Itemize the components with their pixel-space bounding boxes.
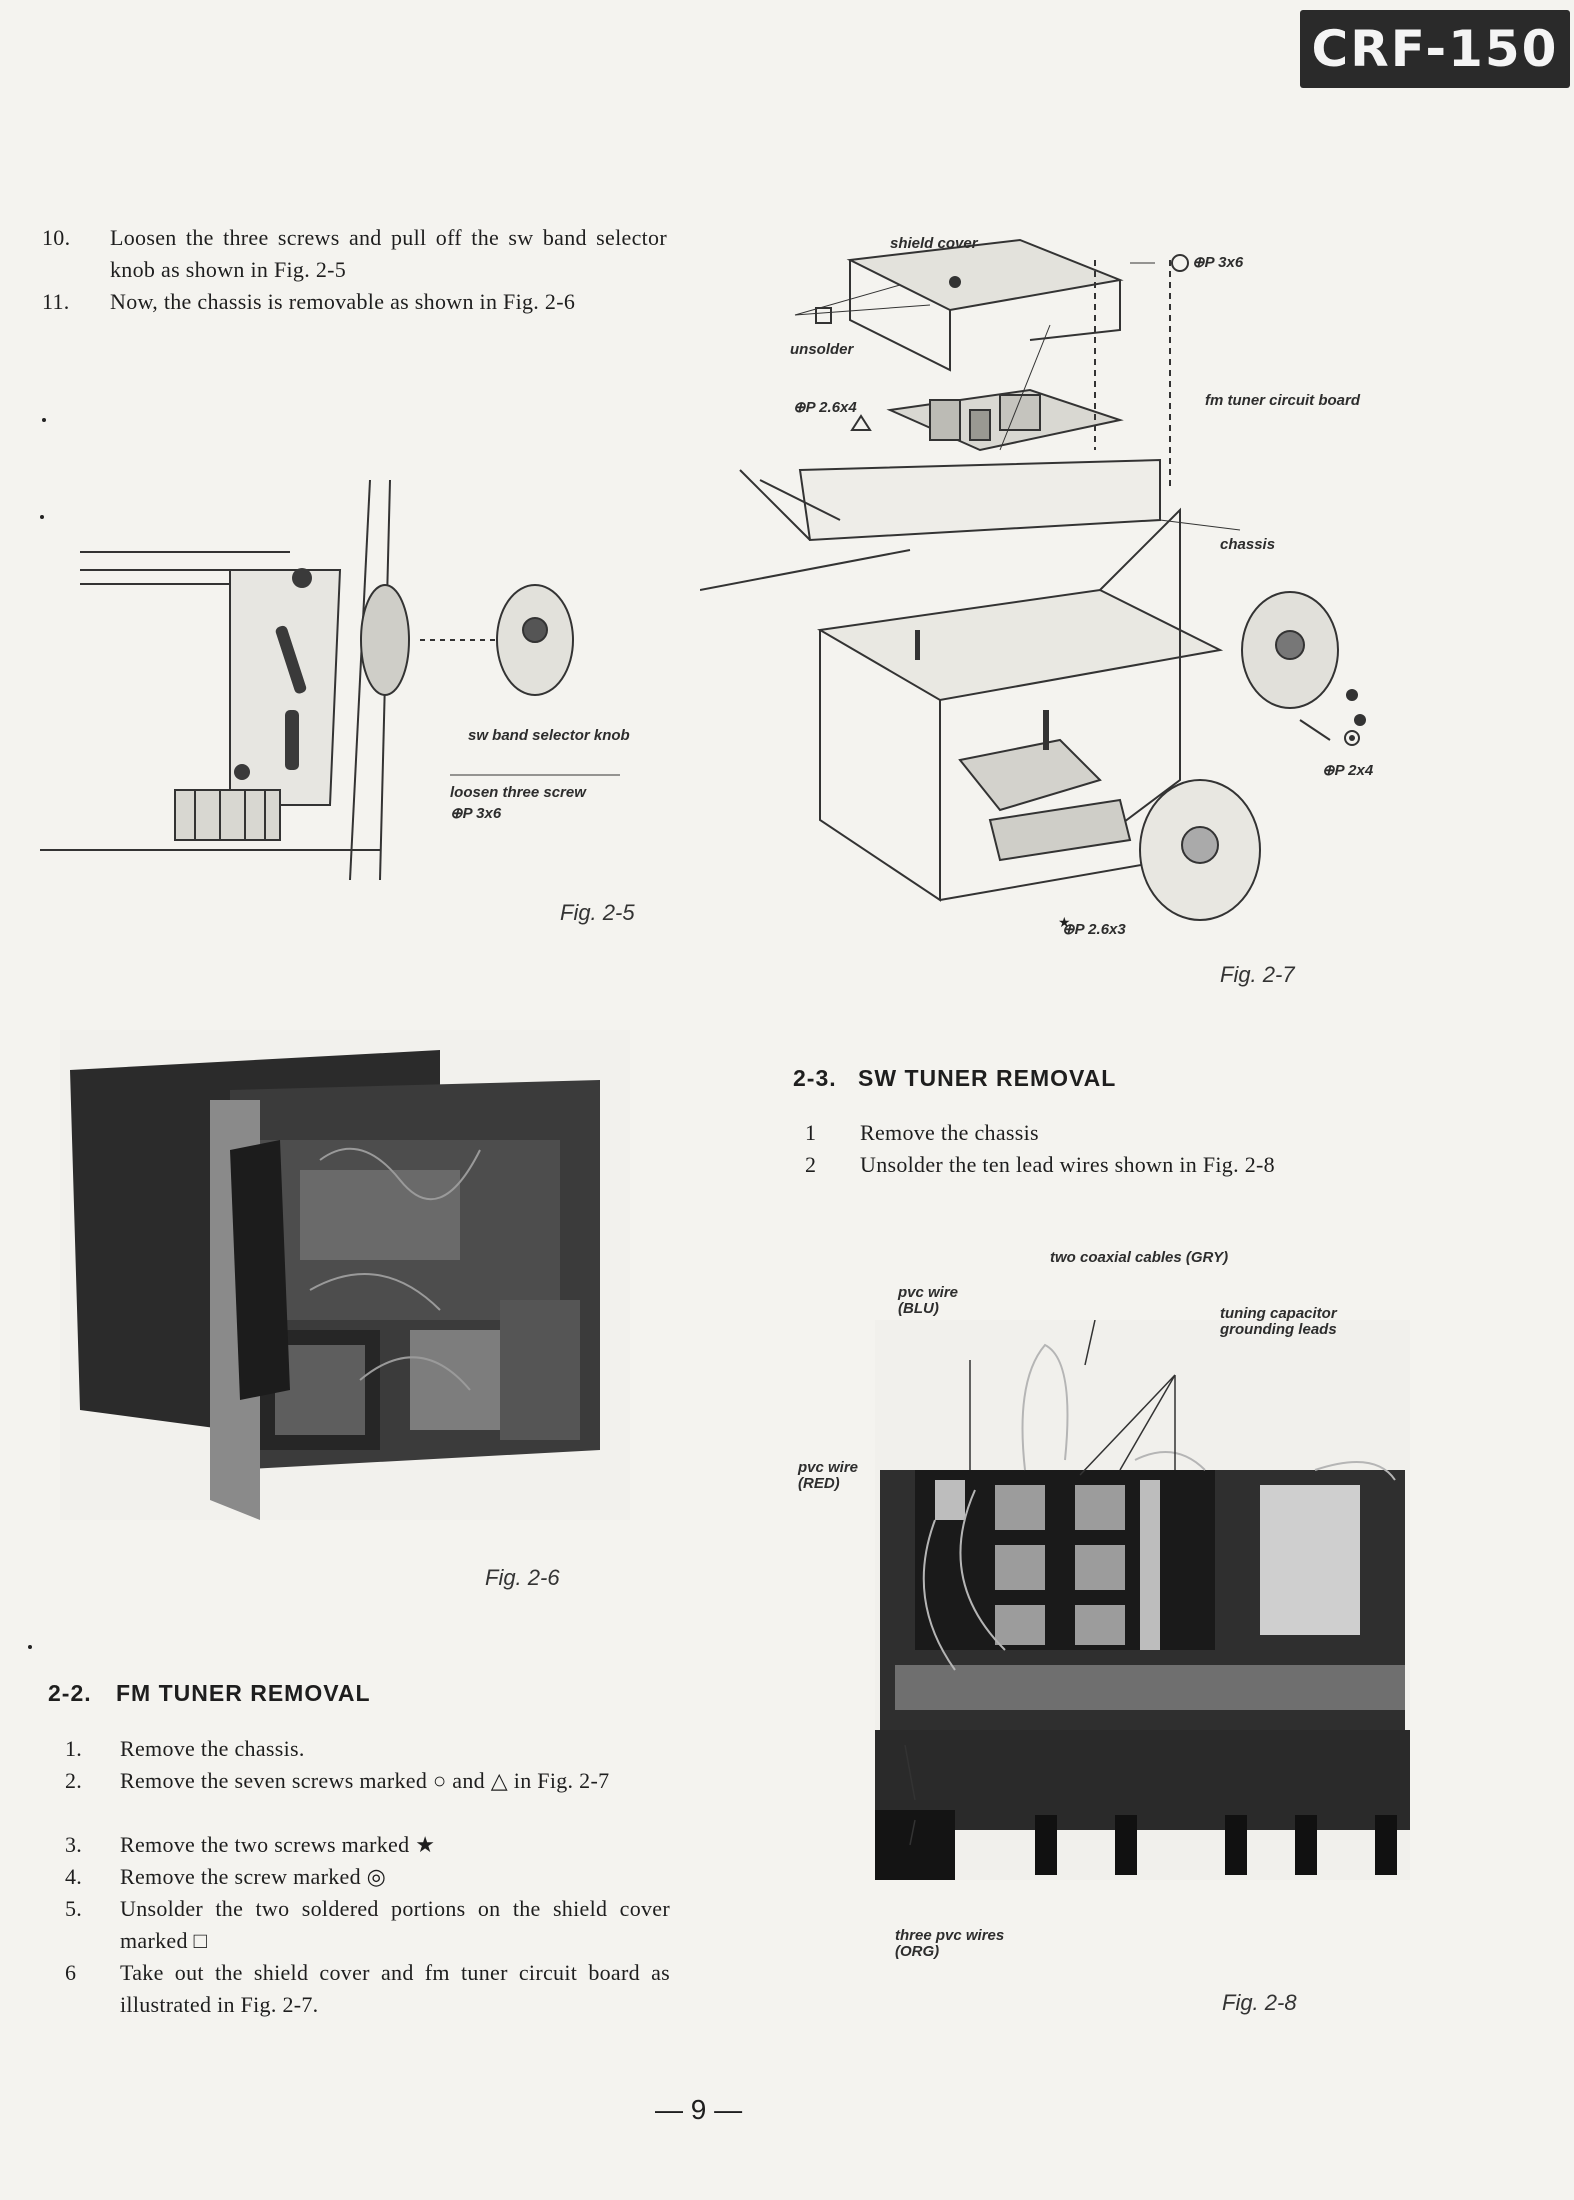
fig-2-5-label-screw: loosen three screw (450, 784, 586, 801)
fig-2-7-drawing (700, 238, 1366, 921)
section-2-3-heading: 2-3. SW TUNER REMOVAL (793, 1065, 1116, 1092)
fig-2-6-drawing (60, 1030, 630, 1520)
fig-2-5-caption: Fig. 2-5 (560, 900, 635, 925)
step-number: 2. (65, 1768, 83, 1793)
fig-2-6-caption: Fig. 2-6 (485, 1565, 560, 1590)
step-number: 11. (42, 289, 70, 314)
step-text: Remove the two screws marked ★ (120, 1832, 436, 1857)
step-text: Remove the screw marked ◎ (120, 1864, 387, 1889)
fig-2-8-caption: Fig. 2-8 (1222, 1990, 1297, 2015)
step-text: Unsolder the ten lead wires shown in Fig… (860, 1152, 1275, 1177)
fig-2-7-label-p2x4: ⊕P 2x4 (1322, 762, 1374, 779)
fig-2-8-label-blu: pvc wire (BLU) (898, 1284, 959, 1317)
speck (42, 418, 46, 422)
fig-2-8-label-tuning: tuning capacitor grounding leads (1220, 1305, 1337, 1338)
step-number: 1. (65, 1736, 83, 1761)
step-text: Remove the chassis. (120, 1736, 305, 1761)
step-number: 1 (805, 1120, 817, 1145)
step-text: Now, the chassis is removable as shown i… (110, 289, 576, 314)
fig-2-7-label-p26x4: ⊕P 2.6x4 (793, 399, 857, 416)
step-text: Remove the chassis (860, 1120, 1039, 1145)
step-text: Loosen the three screws and pull off the… (110, 225, 667, 282)
section-2-2-step-5: 5. Unsolder the two soldered portions on… (50, 1893, 670, 1957)
fig-2-8-drawing (875, 1320, 1410, 1880)
fig-2-7-label-board: fm tuner circuit board (1205, 392, 1361, 409)
step-text: Take out the shield cover and fm tuner c… (120, 1960, 670, 2017)
fig-2-7-label-chassis: chassis (1220, 536, 1276, 553)
section-2-3-step-1: 1 Remove the chassis (805, 1117, 1425, 1149)
fig-2-5-label-knob: sw band selector knob (468, 727, 630, 744)
section-2-3-step-2: 2 Unsolder the ten lead wires shown in F… (805, 1149, 1425, 1181)
step-11: 11. Now, the chassis is removable as sho… (42, 286, 667, 350)
section-2-2-heading: 2-2. FM TUNER REMOVAL (48, 1680, 371, 1707)
fig-2-5-drawing (40, 479, 620, 880)
speck (40, 515, 44, 519)
fig-2-5-illustration (40, 460, 660, 880)
fig-2-7-illustration (700, 220, 1400, 940)
fig-2-8-photo (875, 1320, 1410, 1880)
step-number: 3. (65, 1832, 83, 1857)
fig-2-6-photo (60, 1030, 630, 1520)
fig-2-5-label-screw-spec: ⊕P 3x6 (450, 805, 502, 822)
speck (28, 1645, 32, 1649)
step-10: 10. Loosen the three screws and pull off… (42, 222, 667, 286)
step-number: 2 (805, 1152, 817, 1177)
fig-2-8-label-red: pvc wire (RED) (798, 1459, 859, 1492)
step-number: 4. (65, 1864, 83, 1889)
section-2-2-step-3: 3. Remove the two screws marked ★ (50, 1829, 670, 1861)
step-number: 5. (65, 1896, 83, 1921)
section-2-2-step-2: 2. Remove the seven screws marked ○ and … (50, 1765, 670, 1829)
step-number: 6 (65, 1960, 77, 1985)
page-number: — 9 — (655, 2094, 743, 2125)
step-text: Remove the seven screws marked ○ and △ i… (120, 1768, 610, 1793)
section-2-2-step-1: 1. Remove the chassis. (50, 1733, 670, 1765)
star-mark-icon: ★ (1058, 915, 1071, 931)
step-number: 10. (42, 225, 71, 250)
fig-2-7-caption: Fig. 2-7 (1220, 962, 1295, 987)
section-number: 2-2. (48, 1680, 92, 1706)
model-number: CRF-150 (1311, 20, 1559, 78)
model-badge: CRF-150 (1300, 10, 1570, 88)
fig-2-8-label-org: three pvc wires (ORG) (895, 1927, 1005, 1960)
fig-2-8-label-coax: two coaxial cables (GRY) (1050, 1249, 1229, 1266)
section-title: FM TUNER REMOVAL (116, 1680, 371, 1706)
fig-2-7-label-shield: shield cover (890, 235, 978, 252)
fig-2-7-label-unsolder: unsolder (790, 341, 854, 358)
section-2-2-step-4: 4. Remove the screw marked ◎ (50, 1861, 670, 1893)
section-title: SW TUNER REMOVAL (858, 1065, 1117, 1091)
step-text: Unsolder the two soldered portions on th… (120, 1896, 670, 1953)
section-number: 2-3. (793, 1065, 837, 1091)
fig-2-7-label-p26x3: ⊕P 2.6x3 (1062, 921, 1126, 938)
section-2-2-step-6: 6 Take out the shield cover and fm tuner… (50, 1957, 670, 2021)
fig-2-7-label-p3x6: ⊕P 3x6 (1192, 254, 1244, 271)
